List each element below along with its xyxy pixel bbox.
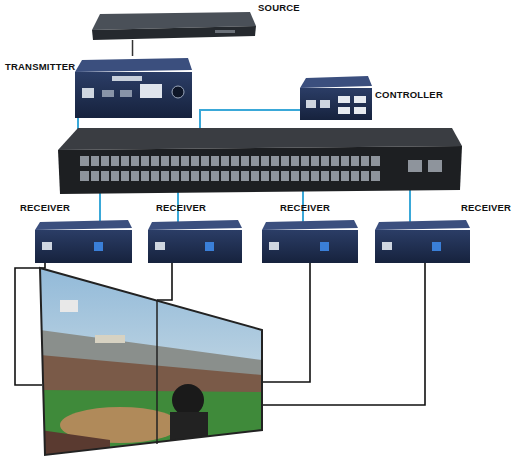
device-label: TRANSMITTER (5, 61, 75, 72)
device-label: CONTROLLER (375, 89, 443, 100)
transmitter-device (75, 58, 192, 118)
device-label: RECEIVER (156, 202, 206, 213)
network-cable (78, 110, 410, 225)
source-device (92, 12, 256, 40)
receiver-device (35, 220, 470, 263)
video-wall (40, 260, 265, 460)
receiver-node: RECEIVER (373, 202, 512, 264)
device-label: RECEIVER (20, 202, 70, 213)
device-label: RECEIVER (280, 202, 330, 213)
controller-node: CONTROLLER (298, 74, 446, 122)
receiver-node: RECEIVER (260, 202, 360, 264)
device-label: RECEIVER (461, 202, 511, 213)
source-node: SOURCE (88, 2, 294, 40)
device-label: SOURCE (258, 2, 300, 13)
receiver-node: RECEIVER (146, 202, 244, 264)
av-cable (132, 40, 134, 56)
receiver-node: RECEIVER (18, 202, 134, 264)
transmitter-node: TRANSMITTER (2, 56, 194, 120)
network-switch (58, 128, 462, 194)
controller-device (300, 76, 372, 120)
